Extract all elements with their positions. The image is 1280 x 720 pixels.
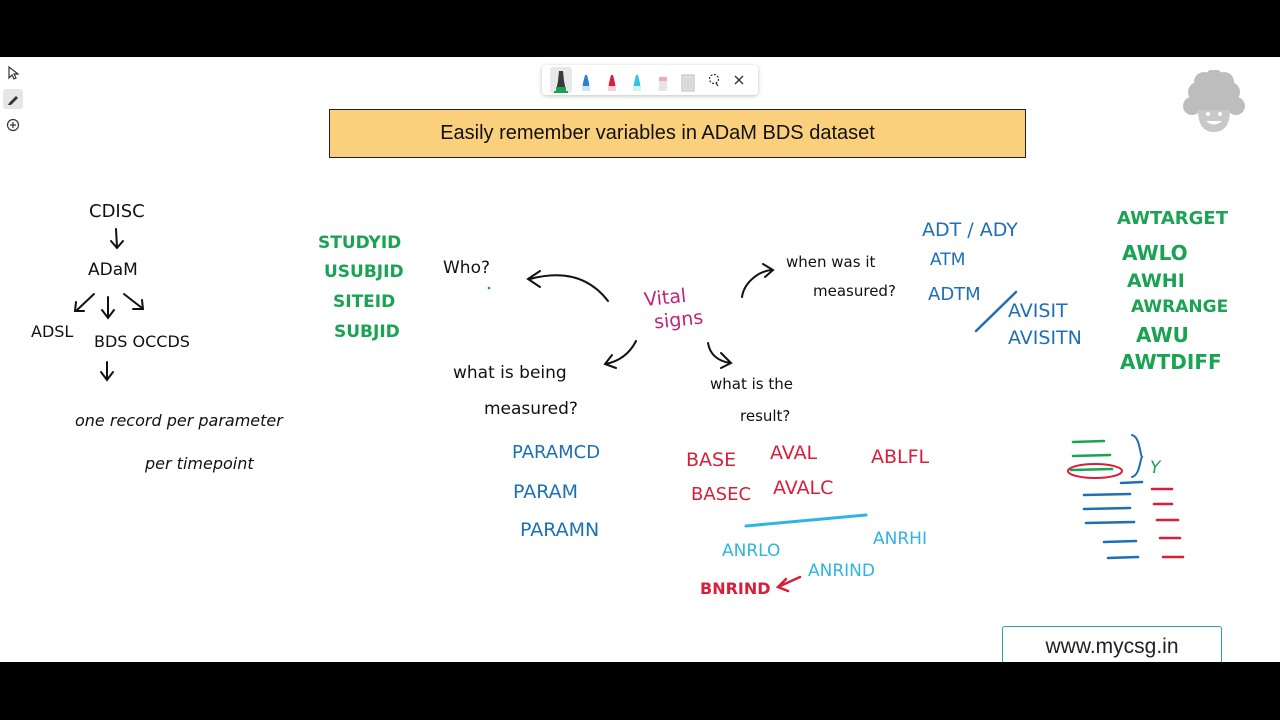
adsl-label: ADSL [31,322,74,341]
cyan-pen[interactable] [627,67,649,93]
page-title: Easily remember variables in ADaM BDS da… [440,122,875,144]
who-question: Who? [443,258,491,278]
var-awlo: AWLO [1122,241,1188,265]
when-question-line1: when was it [786,253,876,271]
pink-highlighter[interactable] [652,67,674,93]
website-banner: www.mycsg.in [1002,626,1222,662]
lasso-icon[interactable] [703,67,725,93]
var-avisitn: AVISITN [1008,327,1082,349]
var-paramn: PARAMN [520,519,600,541]
var-subjid: SUBJID [334,322,400,342]
bottom-letterbox [0,662,1280,720]
var-basec: BASEC [691,484,752,505]
whiteboard-canvas[interactable]: Easily remember variables in ADaM BDS da… [0,57,1280,662]
close-icon[interactable] [729,67,751,93]
var-avisit: AVISIT [1008,300,1068,322]
when-question-line2: measured? [813,282,896,300]
adam-label: ADaM [88,260,138,280]
red-pen[interactable] [601,67,623,93]
one-record-text: one record per parameter [75,411,283,430]
flow-arrows [73,228,145,382]
cyan-underline [744,513,868,528]
mindmap-arrows [526,263,775,369]
pen-icon[interactable] [3,89,23,109]
pen-toolbar [542,65,758,95]
result-question-line1: what is the [710,375,793,393]
var-awu: AWU [1136,323,1189,347]
var-awtarget: AWTARGET [1117,208,1228,229]
cdisc-label: CDISC [89,201,145,222]
var-siteid: SITEID [333,292,396,312]
var-adt-ady: ADT / ADY [922,219,1018,241]
var-awrange: AWRANGE [1131,297,1229,317]
title-banner: Easily remember variables in ADaM BDS da… [329,109,1026,158]
var-studyid: STUDYID [318,233,402,253]
var-param: PARAM [513,481,579,503]
var-ablfl: ABLFL [871,446,930,468]
ink-dot [487,286,491,290]
top-letterbox [0,0,1280,57]
var-bnrind: BNRIND [700,579,771,598]
avatar-icon [1178,69,1250,142]
var-awtdiff: AWTDIFF [1120,350,1222,374]
flag-y-note: Y [1150,458,1161,478]
what-question-line2: measured? [484,399,578,419]
var-anrind: ANRIND [808,561,875,581]
record-diagram [1067,434,1185,560]
var-base: BASE [686,449,737,471]
pointer-icon[interactable] [3,63,23,83]
add-circle-icon[interactable] [3,115,23,135]
var-awhi: AWHI [1127,270,1185,292]
var-anrlo: ANRLO [722,541,781,561]
eraser[interactable] [678,67,700,93]
left-toolbar [2,59,24,135]
var-anrhi: ANRHI [873,529,927,549]
var-adtm: ADTM [928,284,981,305]
var-atm: ATM [930,250,966,270]
per-timepoint-text: per timepoint [145,454,254,473]
bnrind-arrow [775,575,802,593]
signs-label: signs [652,306,705,334]
bds-occds-label: BDS OCCDS [94,332,190,351]
what-question-line1: what is being [453,363,567,383]
blue-pen[interactable] [576,67,598,93]
vital-label: Vital [642,284,688,312]
green-pen[interactable] [550,67,572,93]
var-paramcd: PARAMCD [512,442,601,463]
var-aval: AVAL [770,442,818,464]
result-question-line2: result? [740,407,791,425]
var-usubjid: USUBJID [324,262,404,282]
var-avalc: AVALC [773,477,834,499]
website-url: www.mycsg.in [1045,634,1179,658]
